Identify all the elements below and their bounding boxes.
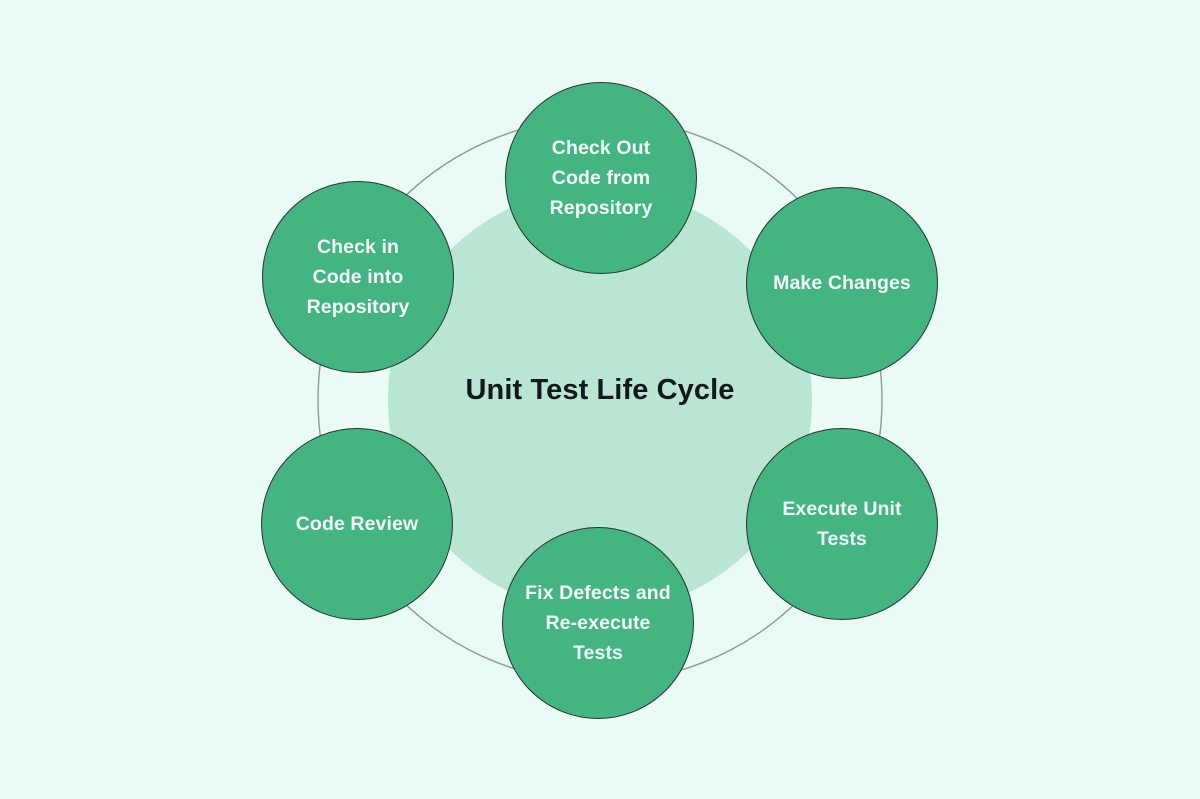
node-make-changes[interactable]: Make Changes bbox=[746, 187, 938, 379]
node-label: Code Review bbox=[295, 513, 419, 535]
node-code-review[interactable]: Code Review bbox=[261, 428, 453, 620]
node-label: Fix Defects and Re-execute Tests bbox=[525, 582, 671, 664]
node-label: Make Changes bbox=[773, 272, 911, 294]
diagram-title: Unit Test Life Cycle bbox=[465, 374, 735, 406]
node-execute-unit-tests[interactable]: Execute Unit Tests bbox=[746, 428, 938, 620]
node-check-in-code[interactable]: Check in Code into Repository bbox=[262, 181, 454, 373]
node-label: Execute Unit Tests bbox=[782, 498, 902, 550]
node-label: Check in Code into Repository bbox=[306, 236, 410, 318]
node-check-out-code[interactable]: Check Out Code from Repository bbox=[505, 82, 697, 274]
inner-disc bbox=[388, 188, 812, 612]
node-fix-defects[interactable]: Fix Defects and Re-execute Tests bbox=[502, 527, 694, 719]
node-label: Check Out Code from Repository bbox=[549, 137, 653, 219]
